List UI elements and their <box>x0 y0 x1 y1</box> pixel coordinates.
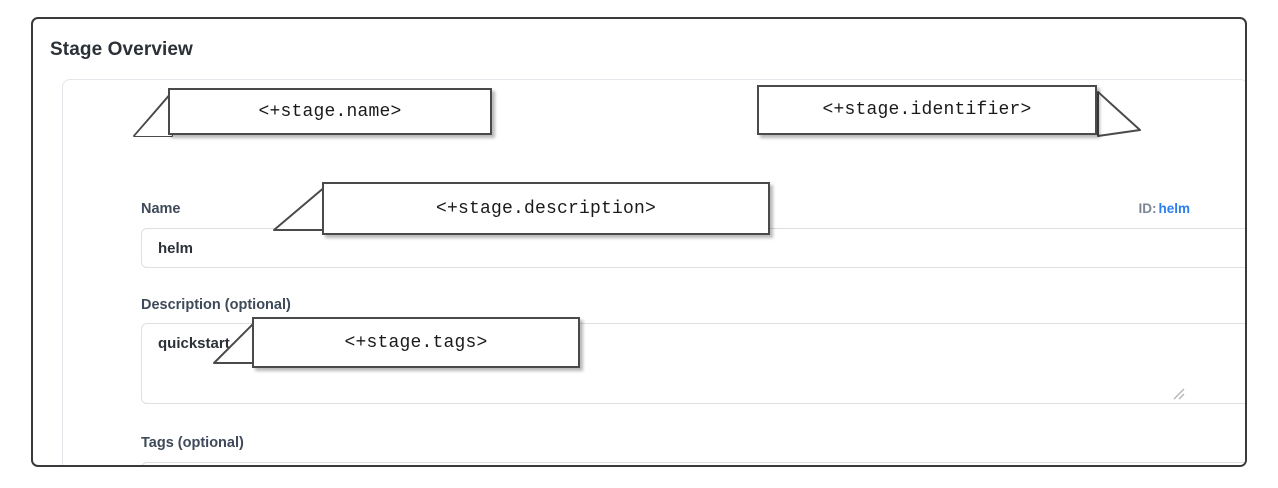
textarea-resize-handle[interactable] <box>1172 387 1185 400</box>
annotation-stage-tags: <+stage.tags> <box>252 317 580 368</box>
name-field-label: Name <box>141 201 181 217</box>
tags-field-label: Tags (optional) <box>141 435 244 451</box>
tags-input[interactable]: docs × <box>141 462 1245 465</box>
annotation-stage-description: <+stage.description> <box>322 182 770 235</box>
identifier-value-link[interactable]: helm <box>1158 201 1190 216</box>
description-field-label: Description (optional) <box>141 297 291 313</box>
annotation-stage-identifier: <+stage.identifier> <box>757 85 1097 135</box>
stage-overview-card: Name ID:helm Description (optional) Tags… <box>62 79 1245 465</box>
stage-identifier-row: ID:helm <box>1138 201 1190 216</box>
identifier-key-label: ID: <box>1138 201 1157 216</box>
annotation-stage-name: <+stage.name> <box>168 88 492 135</box>
page-title: Stage Overview <box>50 39 193 60</box>
